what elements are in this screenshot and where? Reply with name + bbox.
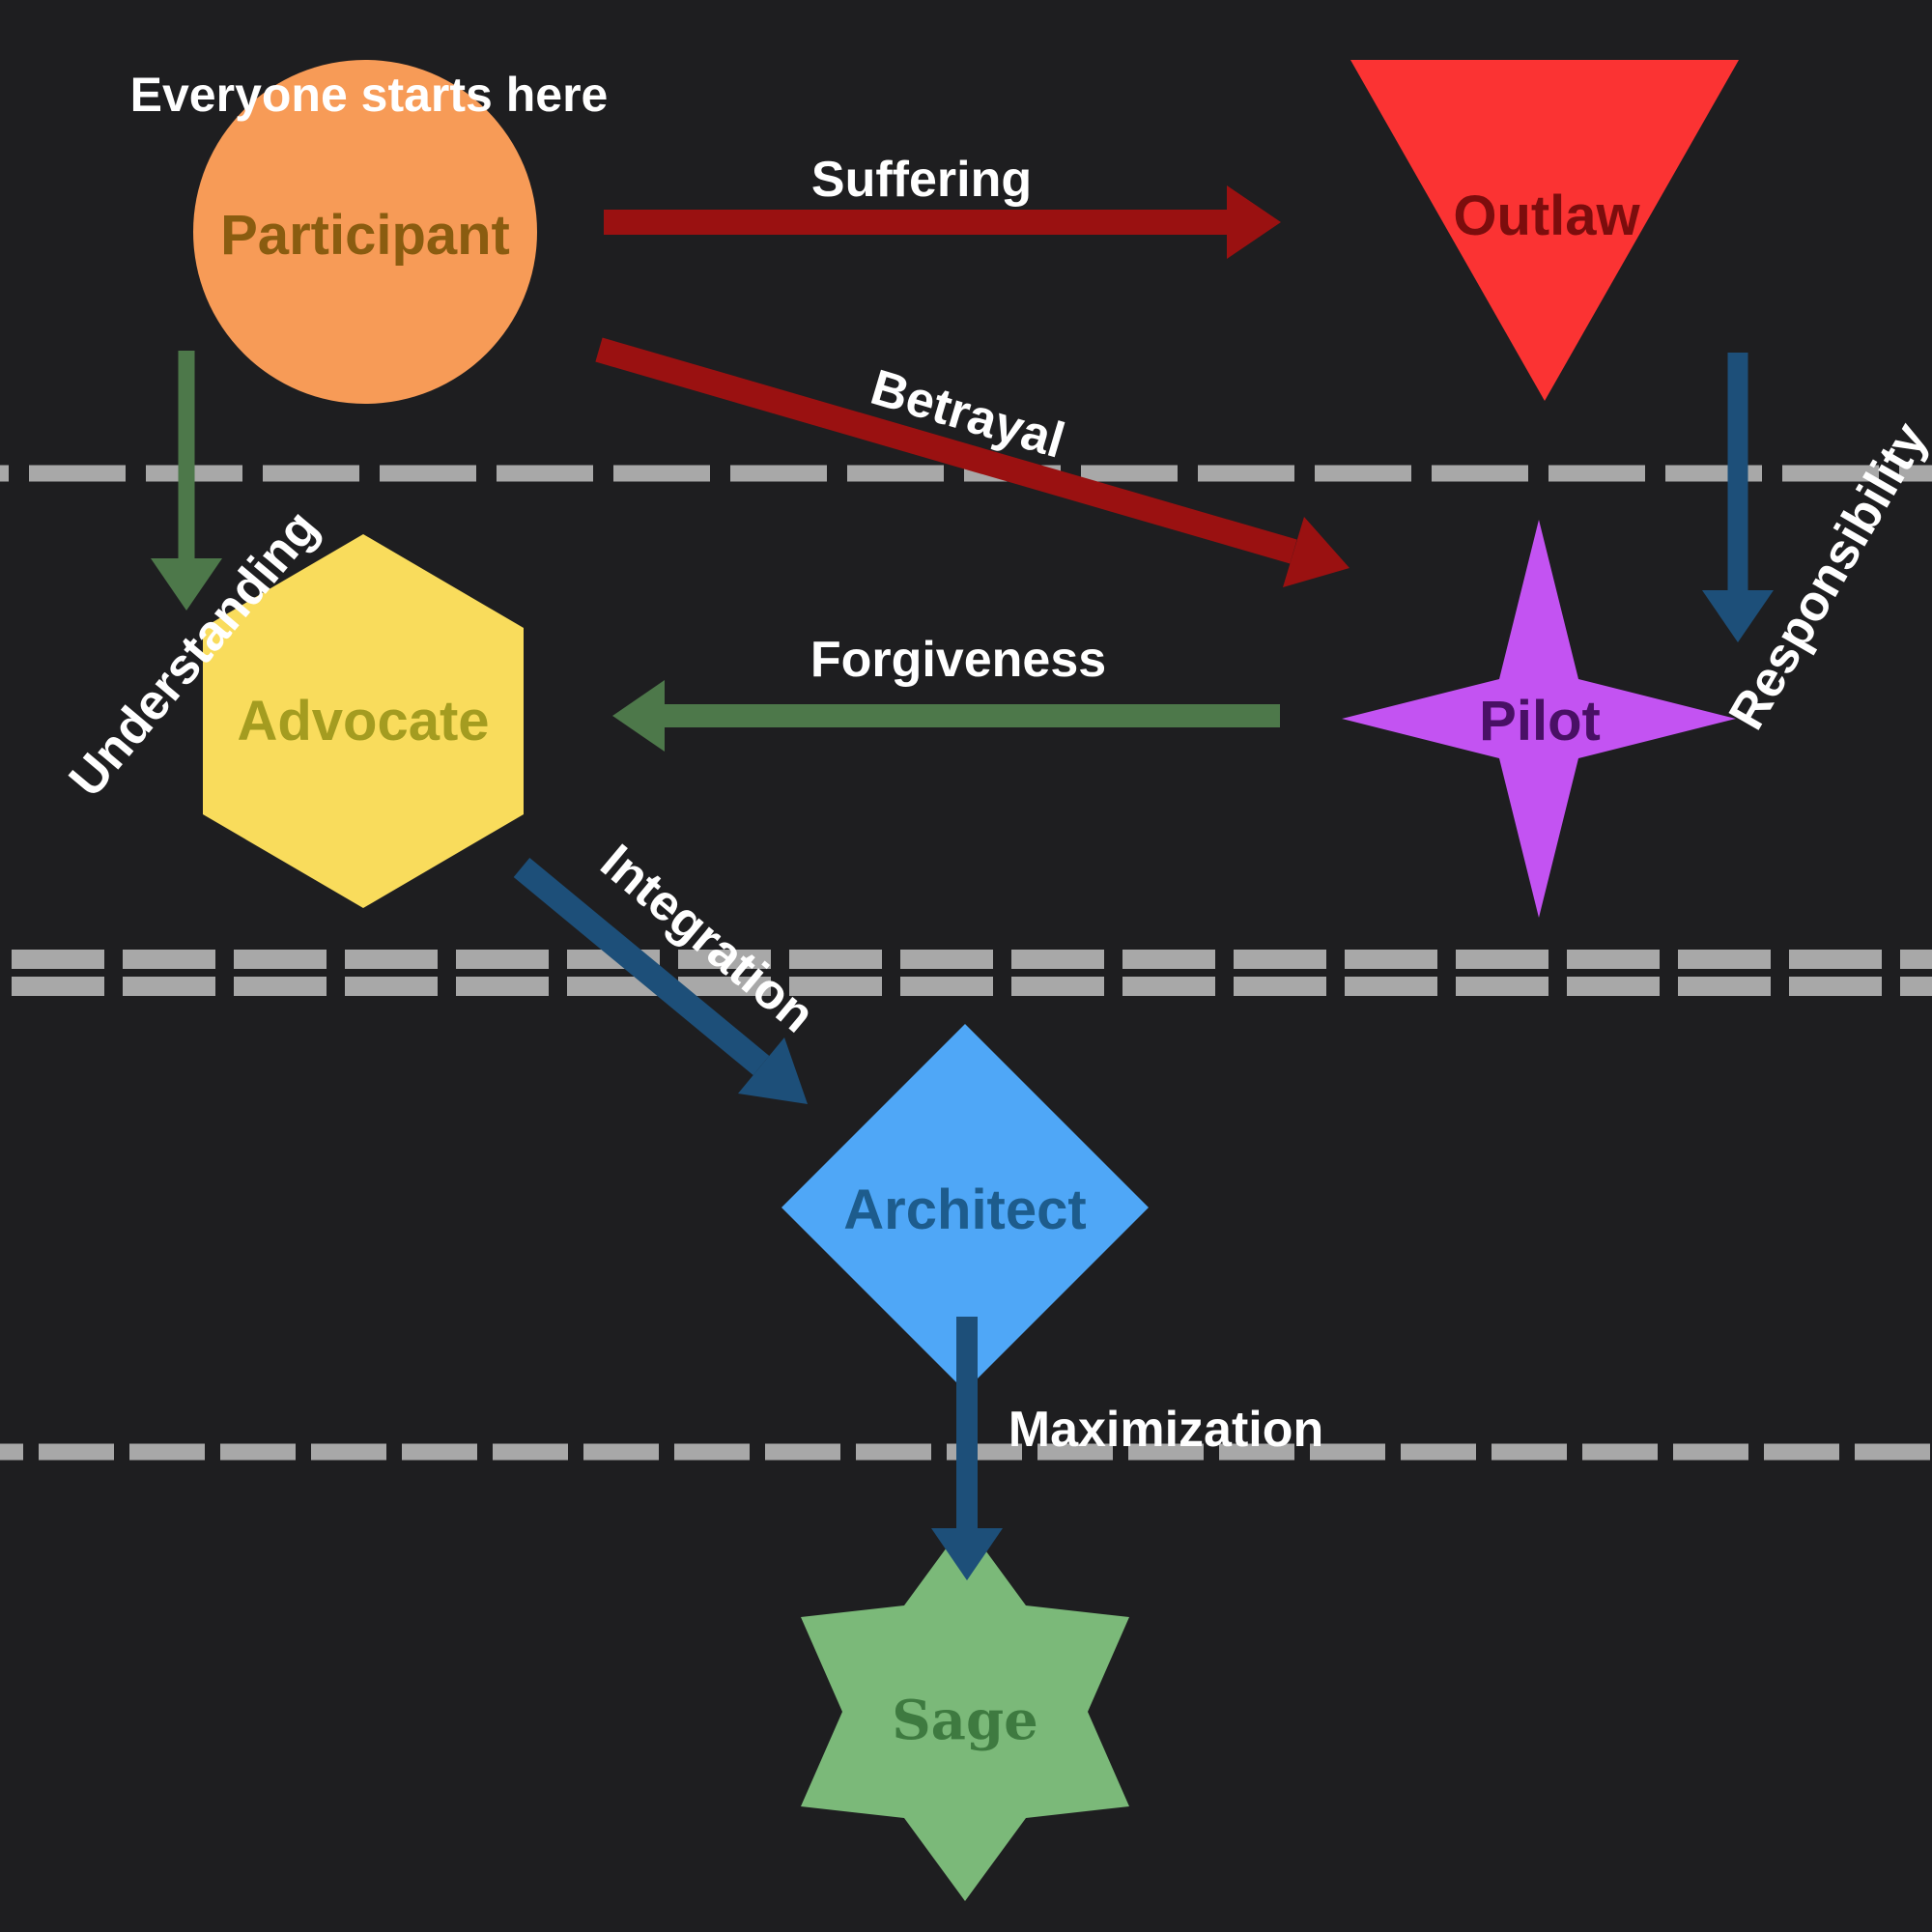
maximization-label: Maximization [1009, 1402, 1324, 1458]
edge-responsibility-arrow [1702, 353, 1774, 642]
understanding-arrowhead [151, 558, 222, 611]
edge-understanding-arrow [151, 351, 222, 611]
edge-betrayal-arrow [595, 337, 1350, 587]
node-pilot-star [1342, 520, 1736, 918]
node-sage-star [801, 1522, 1129, 1901]
maximization-arrowhead [931, 1528, 1003, 1580]
responsibility-arrowhead [1702, 590, 1774, 642]
edge-integration-arrow [513, 857, 808, 1104]
node-architect-diamond [781, 1024, 1149, 1391]
sage-label: Sage [892, 1689, 1038, 1752]
outlaw-label: Outlaw [1453, 185, 1640, 247]
edge-forgiveness-arrow [612, 680, 1280, 752]
integration-arrowhead [738, 1037, 808, 1104]
betrayal-arrow-shaft [595, 337, 1297, 564]
participant-label: Participant [220, 204, 510, 267]
edge-suffering-arrow [604, 185, 1281, 259]
pilot-label: Pilot [1479, 690, 1601, 753]
forgiveness-arrowhead [612, 680, 665, 752]
advocate-label: Advocate [237, 690, 489, 753]
suffering-label: Suffering [811, 152, 1032, 208]
node-advocate-hexagon [203, 534, 524, 908]
node-participant-circle [193, 60, 537, 404]
betrayal-arrowhead [1283, 517, 1350, 587]
edge-maximization-arrow [931, 1317, 1003, 1580]
suffering-arrowhead [1227, 185, 1281, 259]
node-outlaw-triangle [1350, 60, 1739, 401]
everyone-starts-here-label: Everyone starts here [130, 68, 609, 122]
architect-label: Architect [843, 1179, 1086, 1241]
integration-arrow-shaft [513, 857, 770, 1076]
forgiveness-label: Forgiveness [810, 632, 1106, 688]
